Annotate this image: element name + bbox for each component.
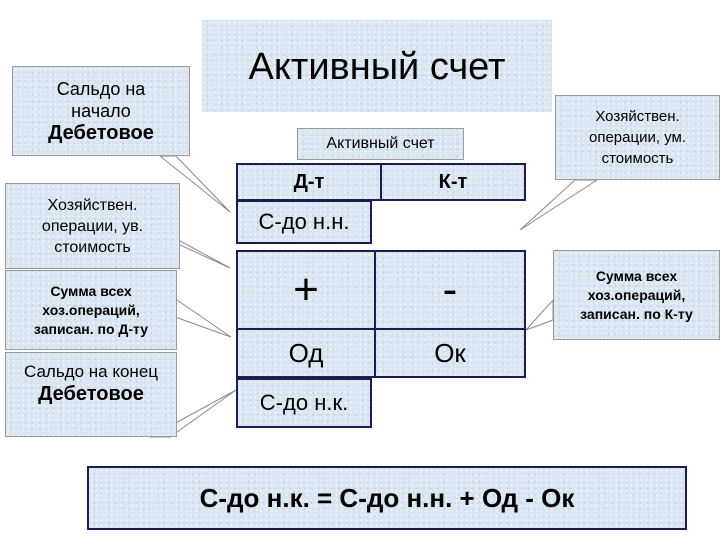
credit-header: К-т xyxy=(380,165,524,199)
callout-text: Сумма всех xyxy=(595,267,678,284)
callout-text: операции, ум. xyxy=(589,129,686,146)
callout-text: записан. по Д-ту xyxy=(33,320,149,337)
callout-text: операции, ув. xyxy=(41,217,144,235)
callout-text: Сальдо на конец xyxy=(23,362,159,381)
debit-column: + Од xyxy=(238,252,376,376)
formula-text: С-до н.к. = С-до н.н. + Од - Ок xyxy=(199,482,575,513)
debit-turnover: Од xyxy=(288,337,324,368)
callout-credit-sum: Сумма всех хоз.операций, записан. по К-т… xyxy=(553,250,720,340)
callout-text: записан. по К-ту xyxy=(580,305,693,322)
callout-debit-sum: Сумма всех хоз.операций, записан. по Д-т… xyxy=(5,270,177,350)
page-title: Активный счет xyxy=(248,46,506,88)
callout-text: стоимость xyxy=(601,150,674,167)
callout-text: хоз.операций, xyxy=(587,286,686,303)
callout-text: начало xyxy=(71,101,131,121)
credit-column: - Ок xyxy=(376,252,524,376)
callout-text: Сумма всех xyxy=(50,282,132,299)
opening-balance-cell: С-до н.н. xyxy=(236,200,372,244)
pointer-credit-sum xyxy=(525,298,554,331)
formula-box: С-до н.к. = С-до н.н. + Од - Ок xyxy=(87,466,687,530)
callout-text: Дебетовое xyxy=(38,383,144,405)
closing-balance-cell: С-до н.к. xyxy=(236,378,372,428)
pointer-decrease xyxy=(519,179,599,231)
callout-decrease-operations: Хозяйствен. операции, ум. стоимость xyxy=(555,95,720,180)
account-header-row: Д-т К-т xyxy=(236,163,526,201)
debit-header: Д-т xyxy=(293,170,325,193)
callout-opening-balance: Сальдо на начало Дебетовое xyxy=(12,66,190,156)
pointer-opening xyxy=(158,155,231,213)
callout-closing-balance: Сальдо на конец Дебетовое xyxy=(5,352,177,437)
callout-text: Хозяйствен. xyxy=(595,108,680,125)
subtitle: Активный счет xyxy=(326,135,435,152)
minus-sign: - xyxy=(376,252,524,330)
credit-turnover: Ок xyxy=(434,337,466,368)
plus-sign: + xyxy=(238,252,374,330)
title-box: Активный счет xyxy=(202,20,552,112)
callout-text: хоз.операций, xyxy=(42,301,140,318)
callout-text: Дебетовое xyxy=(48,122,154,144)
callout-increase-operations: Хозяйствен. операции, ув. стоимость xyxy=(5,183,180,269)
subtitle-box: Активный счет xyxy=(297,128,464,160)
callout-text: стоимость xyxy=(54,238,131,256)
account-body: + Од - Ок xyxy=(236,250,526,378)
callout-text: Хозяйствен. xyxy=(47,196,138,214)
callout-text: Сальдо на xyxy=(56,79,146,99)
